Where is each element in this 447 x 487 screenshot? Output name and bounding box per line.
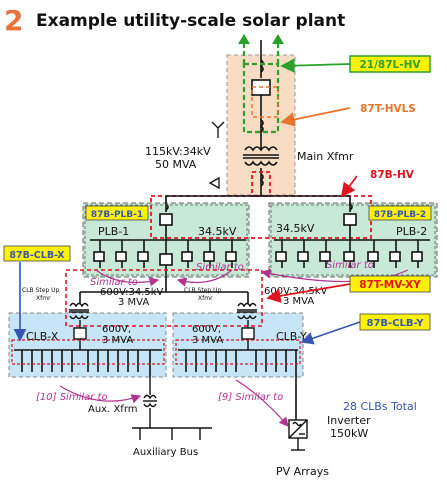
tag-87b-plb-1: 87B-PLB-1 <box>85 205 149 221</box>
tag-87b-clb-x-text: 87B-CLB-X <box>9 250 65 261</box>
plb-1-bus <box>90 239 246 292</box>
tag-87b-plb-2-text: 87B-PLB-2 <box>374 210 426 220</box>
tag-87b-clb-y: 87B-CLB-Y <box>300 313 431 345</box>
tag-21-87l-hv-text: 21/87L-HV <box>359 59 421 71</box>
export-arrows <box>238 34 284 64</box>
main-transformer-symbol <box>243 143 279 196</box>
tag-87b-hv-text: 87B-HV <box>370 169 415 181</box>
clb-x-xfmr-kv: 600V:34.5kV <box>100 287 164 298</box>
clbs-total-label: 28 CLBs Total <box>343 400 417 413</box>
clb-x-xfmr-mva: 3 MVA <box>118 297 149 308</box>
xfmr-rating-mva: 50 MVA <box>155 158 197 171</box>
page-title: Example utility-scale solar plant <box>36 11 345 31</box>
xfmr-rating-kv: 115kV:34kV <box>145 145 211 158</box>
clb-y-xfmr-mva: 3 MVA <box>283 296 314 307</box>
tag-87t-hvls-text: 87T-HVLS <box>360 103 416 115</box>
zone-87b-clb-y <box>175 339 301 365</box>
clb-x-label: CLB-X <box>26 330 59 343</box>
similar-to-arrows <box>59 268 409 427</box>
tag-87b-hv: 87B-HV <box>340 166 427 198</box>
tag-87b-plb-2: 87B-PLB-2 <box>368 205 432 221</box>
tag-21-87l-hv: 21/87L-HV <box>280 55 431 73</box>
similar-to-label-3: Similar to <box>326 260 374 271</box>
tag-87t-mv-xy: 87T-MV-XY <box>266 275 431 303</box>
clb-y-zone <box>172 312 304 378</box>
clb-step-up-y-label-1: CLB Step Up <box>184 287 222 294</box>
inverter-symbol <box>288 419 308 451</box>
tag-87b-clb-y-text: 87B-CLB-Y <box>367 318 425 329</box>
pv-arrays-label: PV Arrays <box>276 465 329 478</box>
plb-2-bus <box>274 239 430 268</box>
aux-transformer <box>132 378 212 440</box>
clb-y-bus <box>178 349 298 420</box>
clb-x-bus <box>14 349 162 378</box>
similar-to-9-label: [9] Similar to <box>218 392 283 403</box>
tag-87t-mv-xy-text: 87T-MV-XY <box>359 279 421 291</box>
clb-y-transformer <box>237 302 257 350</box>
clb-y-v-label: 600V, <box>192 324 221 335</box>
clb-step-up-x-label-1: CLB Step Up <box>22 287 60 294</box>
clb-y-label: CLB-Y <box>276 330 307 343</box>
delta-symbol <box>208 176 220 190</box>
ground-symbol <box>211 121 225 138</box>
zone-87b-plb-2 <box>270 204 436 276</box>
clb-step-up-x-label-2: Xfmr <box>36 295 51 302</box>
plb-1-kv-label: 34.5kV <box>198 225 237 238</box>
zone-87t-mv-xy <box>65 269 263 327</box>
inverter-label: Inverter <box>327 414 371 427</box>
zone-87b-clb-x <box>11 339 165 365</box>
clb-x-transformer <box>69 302 89 350</box>
hv-collector-link <box>159 195 357 240</box>
zone-87b-plb-1 <box>84 204 248 276</box>
clb-step-up-y-label-2: Xfmr <box>198 295 213 302</box>
clb-x-mva-label: 3 MVA <box>102 335 133 346</box>
tag-87b-plb-1-text: 87B-PLB-1 <box>91 210 143 220</box>
inverter-rating: 150kW <box>330 427 368 440</box>
plb-2-kv-label: 34.5kV <box>276 222 315 235</box>
auxiliary-bus-label: Auxiliary Bus <box>133 447 198 458</box>
clb-y-mva-label: 3 MVA <box>192 335 223 346</box>
aux-xfrm-label: Aux. Xfrm <box>88 404 138 415</box>
similar-to-label-2: Similar to <box>196 262 244 273</box>
plb-1-label: PLB-1 <box>98 225 129 238</box>
clb-y-xfmr-kv: 600V:34.5kV <box>264 286 328 297</box>
clb-x-v-label: 600V, <box>102 324 131 335</box>
tag-87t-hvls: 87T-HVLS <box>280 100 426 127</box>
main-xfmr-label: Main Xfmr <box>297 150 354 163</box>
slide-number: 2 <box>4 4 23 37</box>
similar-to-label-1: Similar to <box>90 277 138 288</box>
plb-2-label: PLB-2 <box>396 225 427 238</box>
collector-feeder <box>79 291 249 304</box>
tag-87b-clb-x: 87B-CLB-X <box>3 245 71 342</box>
similar-to-10-label: [10] Similar to <box>36 392 108 403</box>
